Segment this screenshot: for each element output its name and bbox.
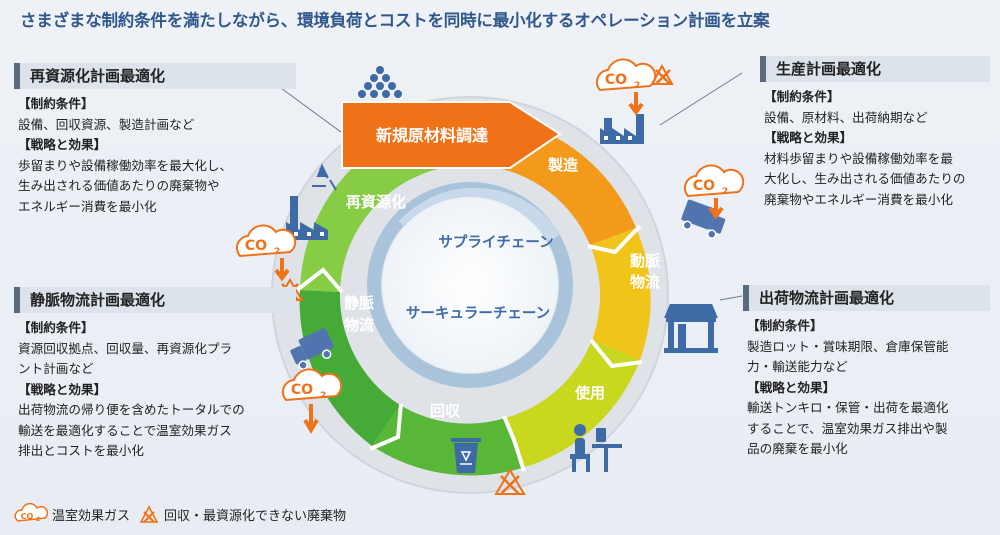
legend-waste-label: 回収・最資源化できない廃棄物 (164, 508, 347, 524)
svg-text:2: 2 (274, 247, 280, 257)
label-venous-2: 物流 (344, 316, 374, 334)
panel-heading: 再資源化計画最適化 (14, 63, 296, 89)
strategy-label: 【戦略と効果】 (764, 130, 853, 145)
svg-text:2: 2 (320, 391, 326, 401)
svg-text:CO: CO (21, 512, 34, 521)
constraints-text: 資源回収拠点、回収量、再資源化プラ ント計画など (18, 340, 233, 377)
connector-line (659, 72, 743, 126)
svg-text:2: 2 (722, 187, 728, 197)
cycle-segment-arterial (590, 228, 651, 360)
strategy-text: 材料歩留まりや設備稼働効率を最 大化し、生み出される価値あたりの 廃棄物やエネル… (764, 150, 966, 207)
strategy-label: 【戦略と効果】 (18, 137, 107, 152)
inner-ring-highlight (398, 187, 561, 242)
legend-ghg-label: 温室効果ガス (52, 508, 131, 524)
label-use: 使用 (574, 384, 605, 402)
constraints-text: 設備、原材料、出荷納期など (764, 109, 928, 125)
co2-cloud-icon: CO 2 (14, 503, 48, 523)
factory-icon (600, 114, 644, 144)
recycle-factory-icon (286, 196, 328, 240)
connector-line (269, 79, 346, 136)
label-supply-chain: サプライチェーン (438, 234, 553, 251)
svg-text:CO: CO (693, 178, 715, 194)
waste-icon (139, 505, 159, 523)
svg-text:2: 2 (634, 81, 640, 91)
label-recycling: 再資源化 (346, 193, 406, 211)
cycle-band (295, 111, 651, 476)
connector-line (719, 295, 743, 301)
cycle-segment-collection (372, 405, 522, 476)
constraints-label: 【制約条件】 (764, 89, 840, 104)
constraints-label: 【制約条件】 (747, 318, 823, 333)
constraints-label: 【制約条件】 (18, 96, 94, 111)
panel-heading: 静脈物流計画最適化 (14, 287, 296, 313)
waste-icon (650, 63, 674, 85)
constraints-text: 設備、回収資源、製造計画など (18, 116, 195, 132)
strategy-label: 【戦略と効果】 (747, 379, 836, 395)
svg-text:CO: CO (291, 382, 313, 398)
label-manufacturing: 製造 (547, 156, 578, 174)
trash-bin-icon (451, 438, 481, 473)
co2-cloud-icon: CO 2 (683, 164, 745, 220)
cycle-segment-use (505, 340, 640, 468)
shipping-plan-panel: 出荷物流計画最適化 【制約条件】 製造ロット・賞味期限、倉庫保管能 力・輸送能力… (743, 285, 990, 460)
label-arterial-1: 動脈 (630, 252, 660, 270)
label-arterial-2: 物流 (630, 273, 660, 291)
legend-waste: 回収・最資源化できない廃棄物 (138, 503, 346, 525)
strategy-text: 出荷物流の帰り便を含めたトータルでの 輸送を最適化することで温室効果ガス 排出と… (18, 402, 245, 458)
co2-cloud-icon: CO 2 (595, 58, 657, 116)
label-collection: 回収 (430, 402, 461, 420)
constraints-text: 製造ロット・賞味期限、倉庫保管能 力・輸送能力など (747, 338, 949, 375)
panel-heading: 生産計画最適化 (760, 56, 990, 82)
legend-ghg: CO 2 温室効果ガス (14, 503, 130, 525)
label-new-material: 新規原材料調達 (376, 126, 488, 145)
svg-text:CO: CO (605, 72, 627, 88)
reverse-logistics-plan-panel: 静脈物流計画最適化 【制約条件】 資源回収拠点、回収量、再資源化プラ ント計画な… (14, 287, 296, 462)
page-title: さまざまな制約条件を満たしながら、環境負荷とコストを同時に最小化するオペレーショ… (20, 11, 770, 30)
raw-material-icon (358, 66, 402, 98)
label-circular-chain: サーキュラーチェーン (406, 305, 550, 322)
panel-heading: 出荷物流計画最適化 (743, 285, 990, 311)
recycle-arrows-icon (312, 163, 337, 191)
svg-text:CO: CO (245, 238, 267, 254)
label-venous-1: 静脈 (344, 294, 374, 312)
truck-icon-venous (290, 327, 334, 370)
legend: CO 2 温室効果ガス 回収・最資源化できない廃棄物 (14, 503, 354, 525)
user-desk-icon (570, 424, 622, 472)
shop-icon (664, 304, 718, 353)
production-plan-panel: 生産計画最適化 【制約条件】 設備、原材料、出荷納期など 【戦略と効果】 材料歩… (760, 56, 990, 210)
strategy-text: 歩留まりや設備稼働効率を最大化し、 生み出される価値あたりの廃棄物や エネルギー… (18, 157, 233, 214)
co2-cloud-icon: CO 2 (281, 368, 343, 434)
waste-icon (494, 468, 526, 495)
svg-text:2: 2 (36, 516, 40, 523)
constraints-label: 【制約条件】 (18, 320, 94, 335)
strategy-text: 輸送トンキロ・保管・出荷を最適化 することで、温室効果ガス排出や製 品の廃棄を最… (747, 400, 949, 456)
recycling-plan-panel: 再資源化計画最適化 【制約条件】 設備、回収資源、製造計画など 【戦略と効果】 … (14, 63, 296, 217)
strategy-label: 【戦略と効果】 (18, 381, 107, 397)
truck-icon-arterial (681, 199, 726, 239)
co2-cloud-icon: CO 2 (235, 224, 297, 282)
inner-hole (382, 197, 558, 373)
new-material-arrow (341, 101, 562, 169)
